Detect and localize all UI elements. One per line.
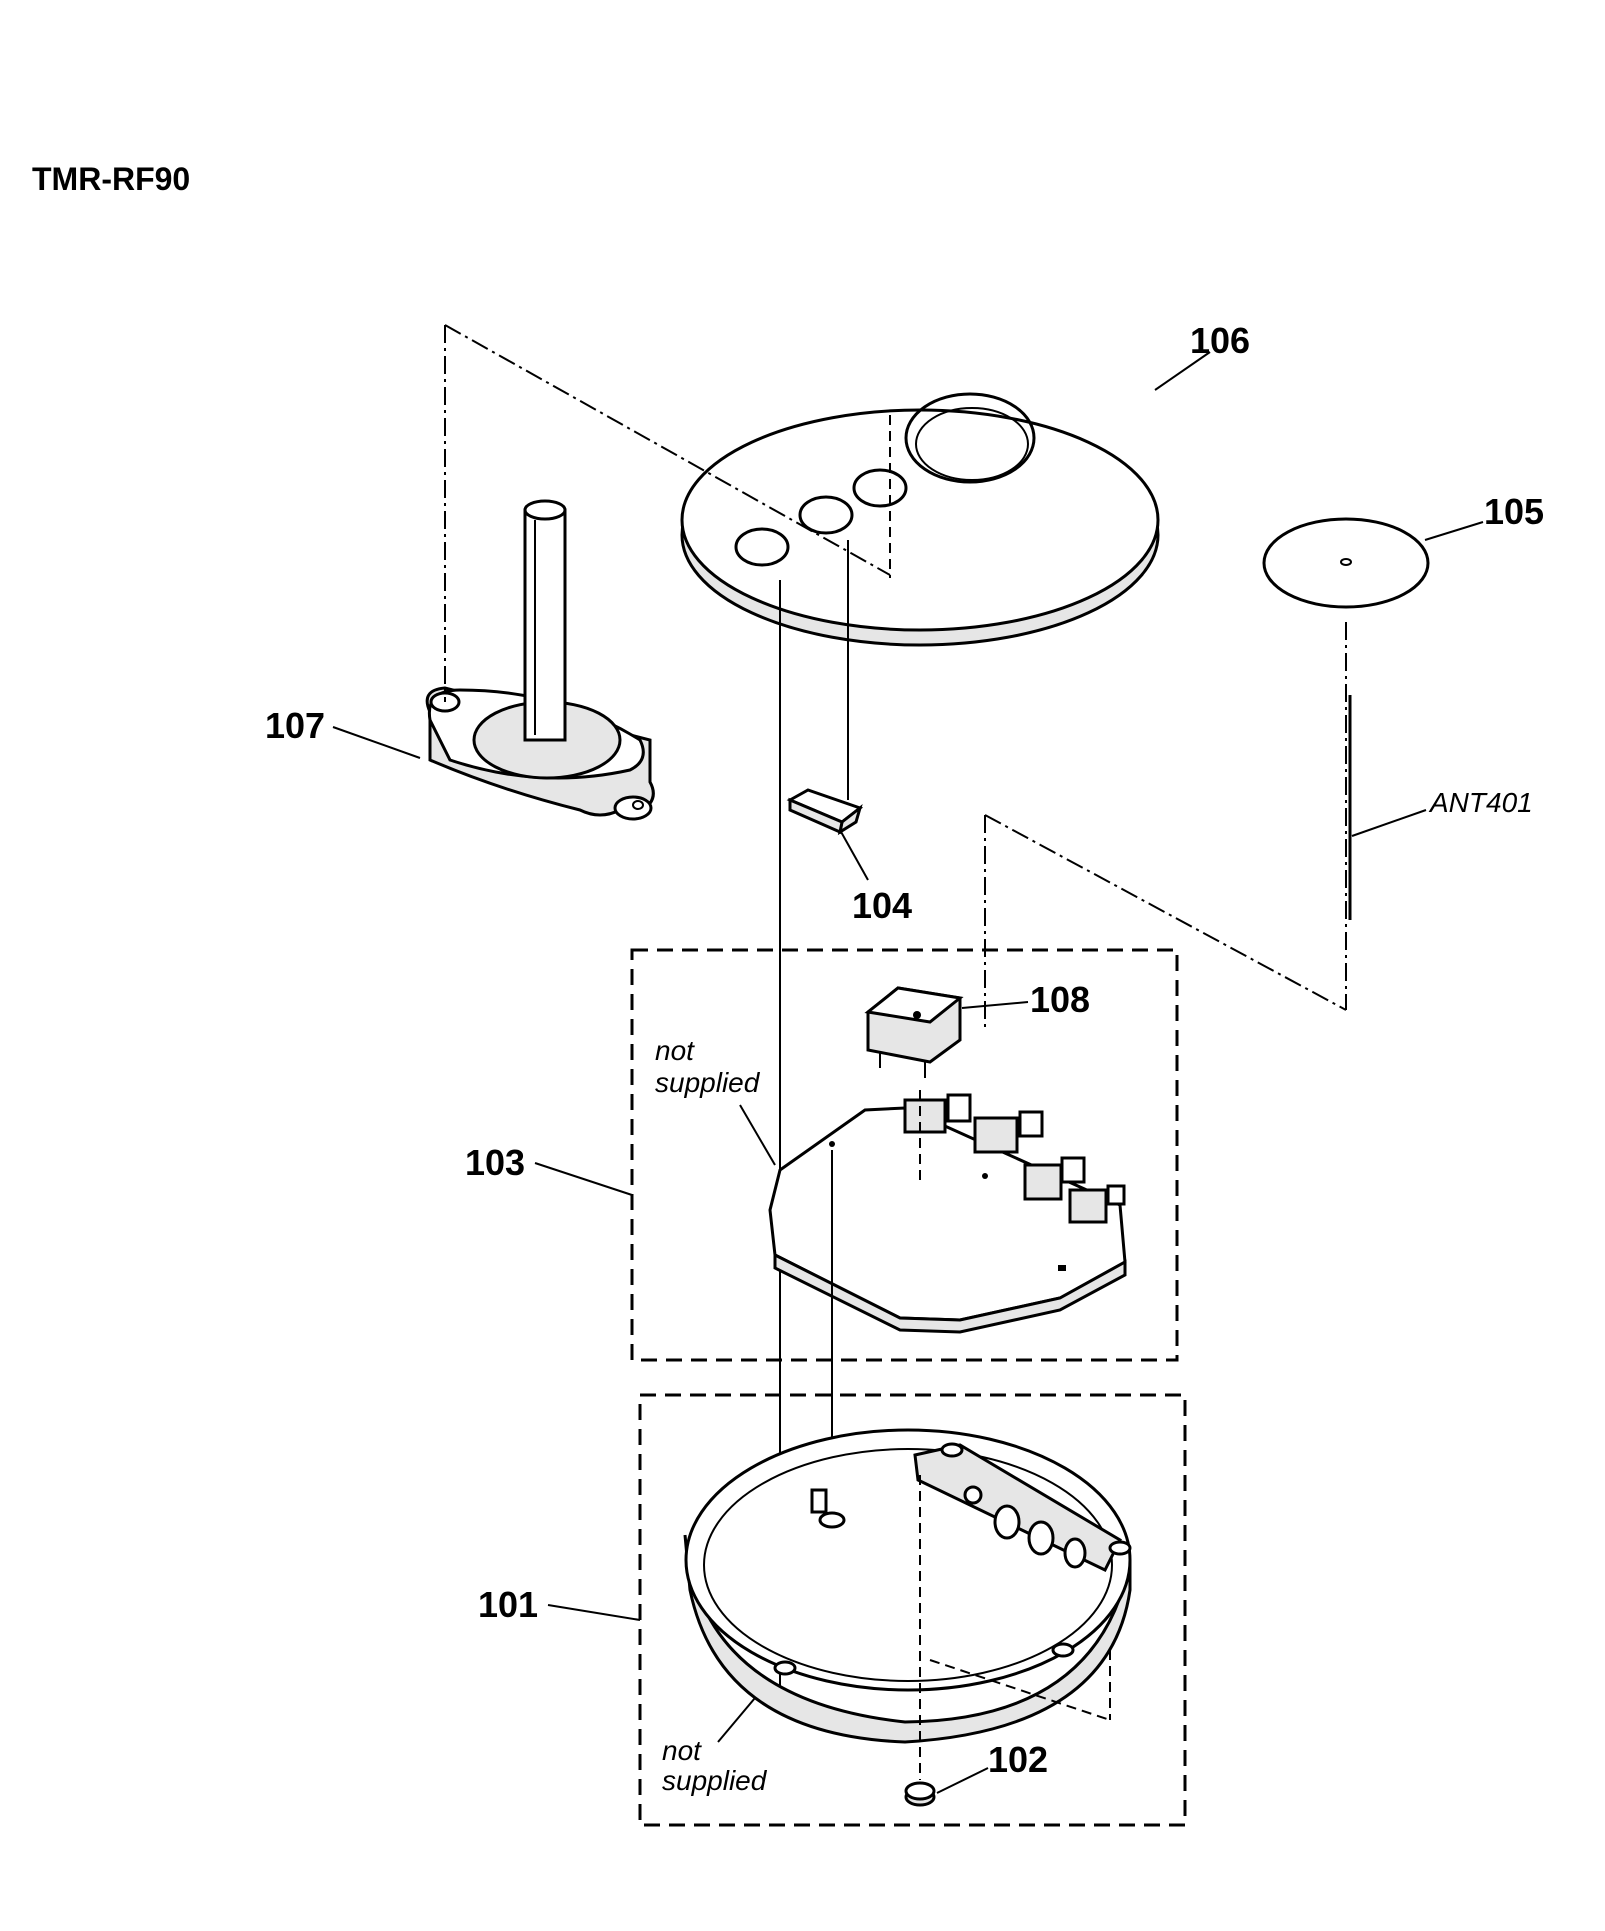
label-107: 107 [265,705,325,746]
model-title: TMR-RF90 [32,161,190,197]
box-101-not-supplied [638,1393,1187,1827]
part-107-antenna-holder [425,499,655,821]
note-supplied-103: supplied [655,1067,761,1098]
leader-106 [1154,351,1211,391]
guide-line-108-antenna [984,814,1347,1030]
part-104-clip [786,788,864,836]
label-101: 101 [478,1584,538,1625]
leader-104 [839,829,869,881]
label-105: 105 [1484,491,1544,532]
part-101-bottom-case [683,1428,1132,1744]
label-ant401: ANT401 [1428,787,1533,818]
label-104: 104 [852,885,912,926]
part-106-top-cover [680,392,1160,647]
label-108: 108 [1030,979,1090,1020]
box-103-not-supplied [630,948,1179,1362]
note-not-103: not [655,1035,695,1066]
leader-108 [961,1001,1029,1009]
part-108-module [864,986,964,1078]
leader-103 [534,1162,633,1196]
leader-not-supplied-101 [717,1691,761,1743]
guide-line-107-diagonal [444,324,891,576]
leader-not-supplied-103 [739,1104,776,1166]
note-not-101: not [662,1735,702,1766]
note-supplied-101: supplied [662,1765,768,1796]
leader-107 [332,726,421,759]
part-105-disc [1262,517,1430,609]
leader-105 [1424,521,1484,541]
leader-101 [547,1604,641,1621]
part-102-foot [904,1781,936,1807]
label-102: 102 [988,1739,1048,1780]
leader-ant401 [1351,809,1427,837]
label-103: 103 [465,1142,525,1183]
part-103-pcb [768,1090,1127,1334]
leader-102 [936,1767,989,1794]
label-106: 106 [1190,320,1250,361]
